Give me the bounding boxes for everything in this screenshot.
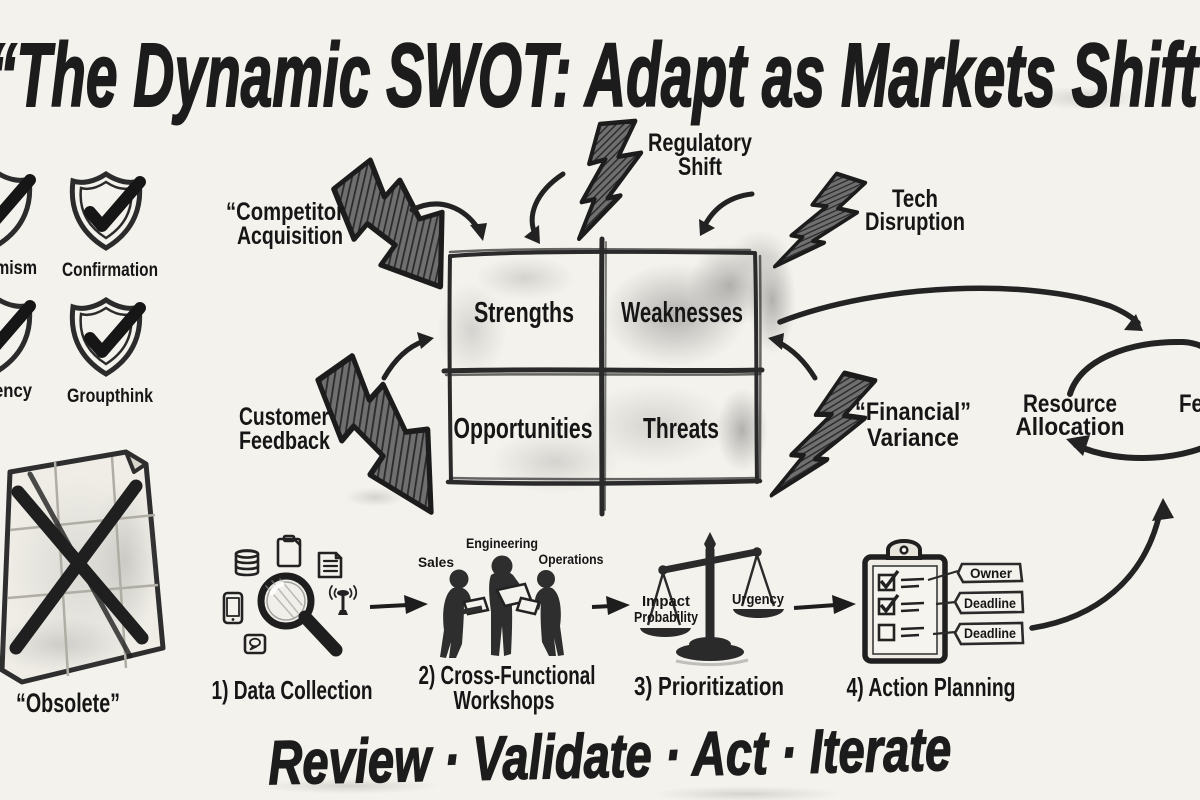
svg-text:Impact: Impact [642, 593, 690, 610]
svg-text:Urgency: Urgency [732, 591, 785, 608]
svg-text:ency: ency [0, 381, 32, 402]
svg-text:Weaknesses: Weaknesses [621, 297, 743, 329]
svg-text:Resource: Resource [1023, 390, 1117, 418]
svg-text:Variance: Variance [867, 424, 959, 452]
svg-text:2) Cross-Functional: 2) Cross-Functional [419, 660, 596, 690]
svg-text:“Competitor: “Competitor [226, 198, 344, 226]
svg-text:Sales: Sales [418, 554, 454, 570]
svg-text:Opportunities: Opportunities [454, 413, 593, 445]
svg-text:Fe: Fe [1179, 390, 1200, 418]
svg-text:Acquisition: Acquisition [237, 222, 343, 250]
svg-text:“Obsolete”: “Obsolete” [16, 688, 120, 718]
svg-text:Feedback: Feedback [239, 427, 330, 455]
svg-text:3) Prioritization: 3) Prioritization [634, 671, 784, 701]
svg-text:Workshops: Workshops [454, 685, 555, 715]
svg-text:Engineering: Engineering [466, 535, 538, 551]
svg-text:Confirmation: Confirmation [62, 260, 158, 281]
svg-text:1) Data Collection: 1) Data Collection [212, 675, 373, 705]
svg-text:4) Action Planning: 4) Action Planning [847, 672, 1016, 702]
svg-text:mism: mism [0, 258, 37, 279]
svg-text:Deadline: Deadline [964, 595, 1016, 611]
svg-text:Owner: Owner [970, 565, 1013, 581]
svg-text:Groupthink: Groupthink [67, 386, 153, 407]
svg-text:Tech: Tech [892, 185, 938, 213]
svg-text:Threats: Threats [643, 413, 719, 445]
svg-text:Strengths: Strengths [474, 297, 574, 329]
svg-text:“The Dynamic SWOT: Adapt as Ma: “The Dynamic SWOT: Adapt as Markets Shif… [0, 26, 1200, 126]
svg-text:“Financial”: “Financial” [855, 398, 971, 426]
svg-text:Operations: Operations [539, 551, 604, 567]
svg-text:Shift: Shift [678, 153, 723, 181]
svg-text:Probability: Probability [634, 609, 699, 626]
svg-text:Customer: Customer [239, 403, 329, 431]
svg-text:Deadline: Deadline [964, 625, 1016, 641]
svg-text:Regulatory: Regulatory [648, 129, 752, 157]
svg-text:Review · Validate · Act · Iter: Review · Validate · Act · Iterate [268, 715, 952, 798]
svg-text:Disruption: Disruption [865, 208, 965, 236]
svg-text:Allocation: Allocation [1016, 413, 1125, 441]
